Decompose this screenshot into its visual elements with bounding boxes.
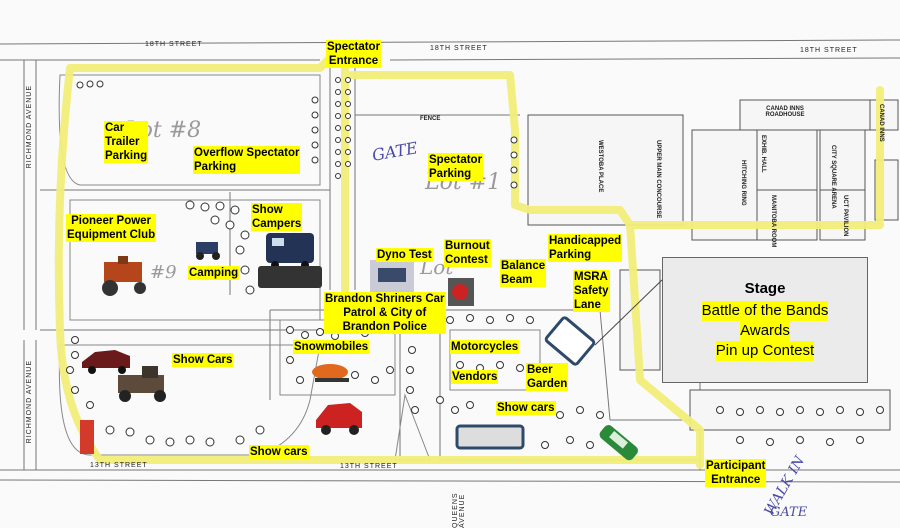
car-left-image xyxy=(82,350,130,374)
label-snowmobiles: Snowmobiles xyxy=(293,340,370,354)
handwritten-lot9: #9 xyxy=(150,262,177,283)
label-camping: Camping xyxy=(188,266,240,280)
label-motorcycles: Motorcycles xyxy=(450,340,520,354)
hotrod-image xyxy=(118,366,166,402)
street-18th-mid: 18TH STREET xyxy=(430,45,488,52)
show-cars-marker xyxy=(455,424,525,450)
building-canad-inns-short: CANAD INNS xyxy=(878,104,884,142)
building-manitoba-room: MANITOBA ROOM xyxy=(770,195,776,248)
stage-line-bands: Battle of the Bands xyxy=(701,300,829,321)
stage-callout: Stage Battle of the Bands Awards Pin up … xyxy=(662,257,868,383)
street-18th-left: 18TH STREET xyxy=(145,41,203,48)
street-18th-right: 18TH STREET xyxy=(800,47,858,54)
snowmobile-image xyxy=(312,364,349,382)
building-westoba: WESTOBA PLACE xyxy=(597,140,603,193)
stage-marker xyxy=(544,316,596,366)
camper-image xyxy=(258,233,322,288)
building-upper-main: UPPER MAIN CONCOURSE xyxy=(655,140,661,219)
fence-label: FENCE xyxy=(420,116,441,122)
building-hitching-ring: HITCHING RING xyxy=(740,160,746,206)
street-13th-mid: 13TH STREET xyxy=(340,463,398,470)
label-vendors: Vendors xyxy=(451,370,499,384)
burnout-image xyxy=(448,278,474,306)
stage-title: Stage xyxy=(744,279,786,297)
tractor-image xyxy=(102,256,146,296)
stage-pointer-line xyxy=(594,279,663,346)
fire-hydrant-image xyxy=(80,420,94,454)
street-richmond-lower: RICHMOND AVENUE xyxy=(26,360,33,444)
handwritten-gate-bottom: GATE xyxy=(770,505,808,520)
street-richmond-upper: RICHMOND AVENUE xyxy=(26,85,33,169)
street-queens: QUEENS AVENUE xyxy=(452,492,466,528)
label-dyno-test: Dyno Test xyxy=(376,248,433,262)
label-show-cars-mid: Show cars xyxy=(496,401,556,415)
stage-line-pinup: Pin up Contest xyxy=(715,340,815,361)
stage-line-awards: Awards xyxy=(740,320,790,341)
green-car-image xyxy=(599,425,638,461)
building-uct-pavilion: UCT PAVILION xyxy=(842,195,848,237)
street-13th-left: 13TH STREET xyxy=(90,462,148,469)
building-canad-inns: CANAD INNS ROADHOUSE xyxy=(765,106,805,118)
atv-image xyxy=(196,242,220,260)
label-show-cars-left: Show Cars xyxy=(172,353,234,367)
dyno-image xyxy=(370,260,414,292)
building-city-square: CITY SQUARE ARENA xyxy=(830,145,836,209)
label-show-cars-bottom: Show cars xyxy=(249,445,309,459)
building-exhib-hall: EXHIB. HALL xyxy=(760,135,766,173)
red-car-image xyxy=(316,403,362,435)
